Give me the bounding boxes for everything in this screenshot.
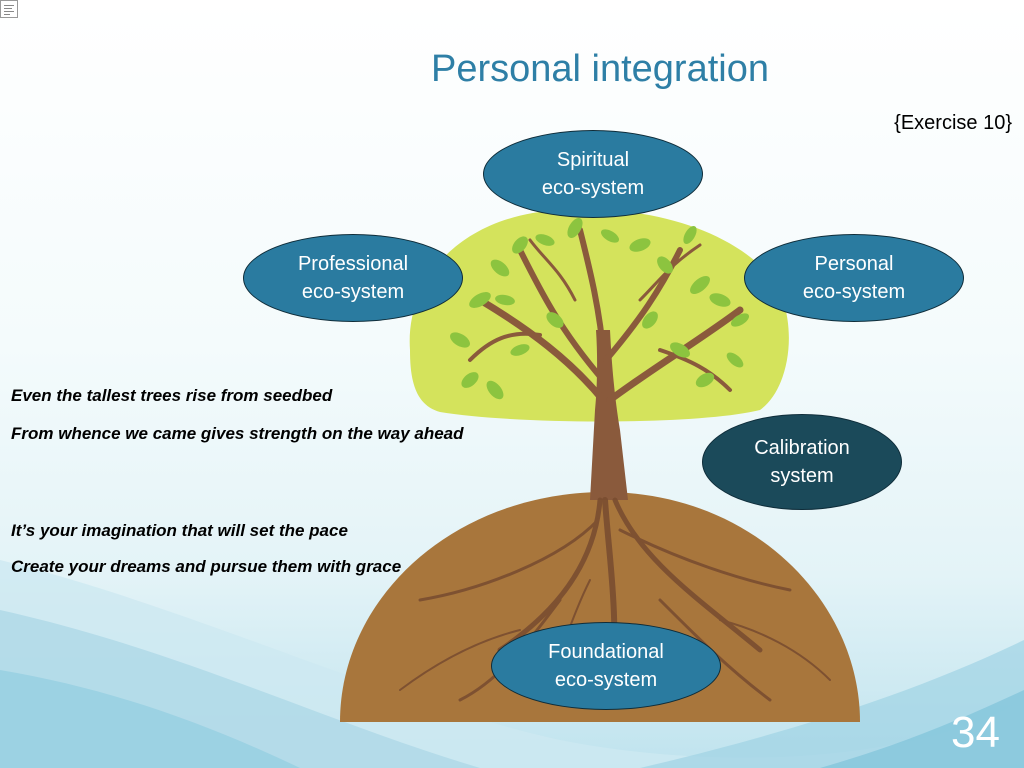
quote-3: It’s your imagination that will set the … bbox=[11, 521, 348, 540]
exercise-label: {Exercise 10} bbox=[894, 112, 1012, 134]
professional-ecosystem-bubble: Professional eco-system bbox=[243, 234, 463, 322]
foundational-ecosystem-label: Foundational eco-system bbox=[548, 641, 664, 691]
personal-ecosystem-bubble: Personal eco-system bbox=[744, 234, 964, 322]
spiritual-ecosystem-label: Spiritual eco-system bbox=[541, 149, 645, 199]
page-number: 34 bbox=[951, 708, 1000, 757]
personal-ecosystem-label: Personal eco-system bbox=[802, 253, 906, 303]
foundational-ecosystem-bubble: Foundational eco-system bbox=[491, 622, 721, 710]
slide-thumbnail-icon bbox=[0, 0, 18, 18]
quote-1: Even the tallest trees rise from seedbed bbox=[11, 386, 333, 405]
quote-2: From whence we came gives strength on th… bbox=[11, 424, 464, 443]
page-title: Personal integration bbox=[431, 48, 769, 90]
calibration-system-bubble: Calibration system bbox=[702, 414, 902, 510]
spiritual-ecosystem-bubble: Spiritual eco-system bbox=[483, 130, 703, 218]
quote-4: Create your dreams and pursue them with … bbox=[11, 557, 402, 576]
calibration-system-label: Calibration system bbox=[754, 437, 850, 487]
soil-mound bbox=[340, 491, 860, 722]
professional-ecosystem-label: Professional eco-system bbox=[297, 253, 409, 303]
